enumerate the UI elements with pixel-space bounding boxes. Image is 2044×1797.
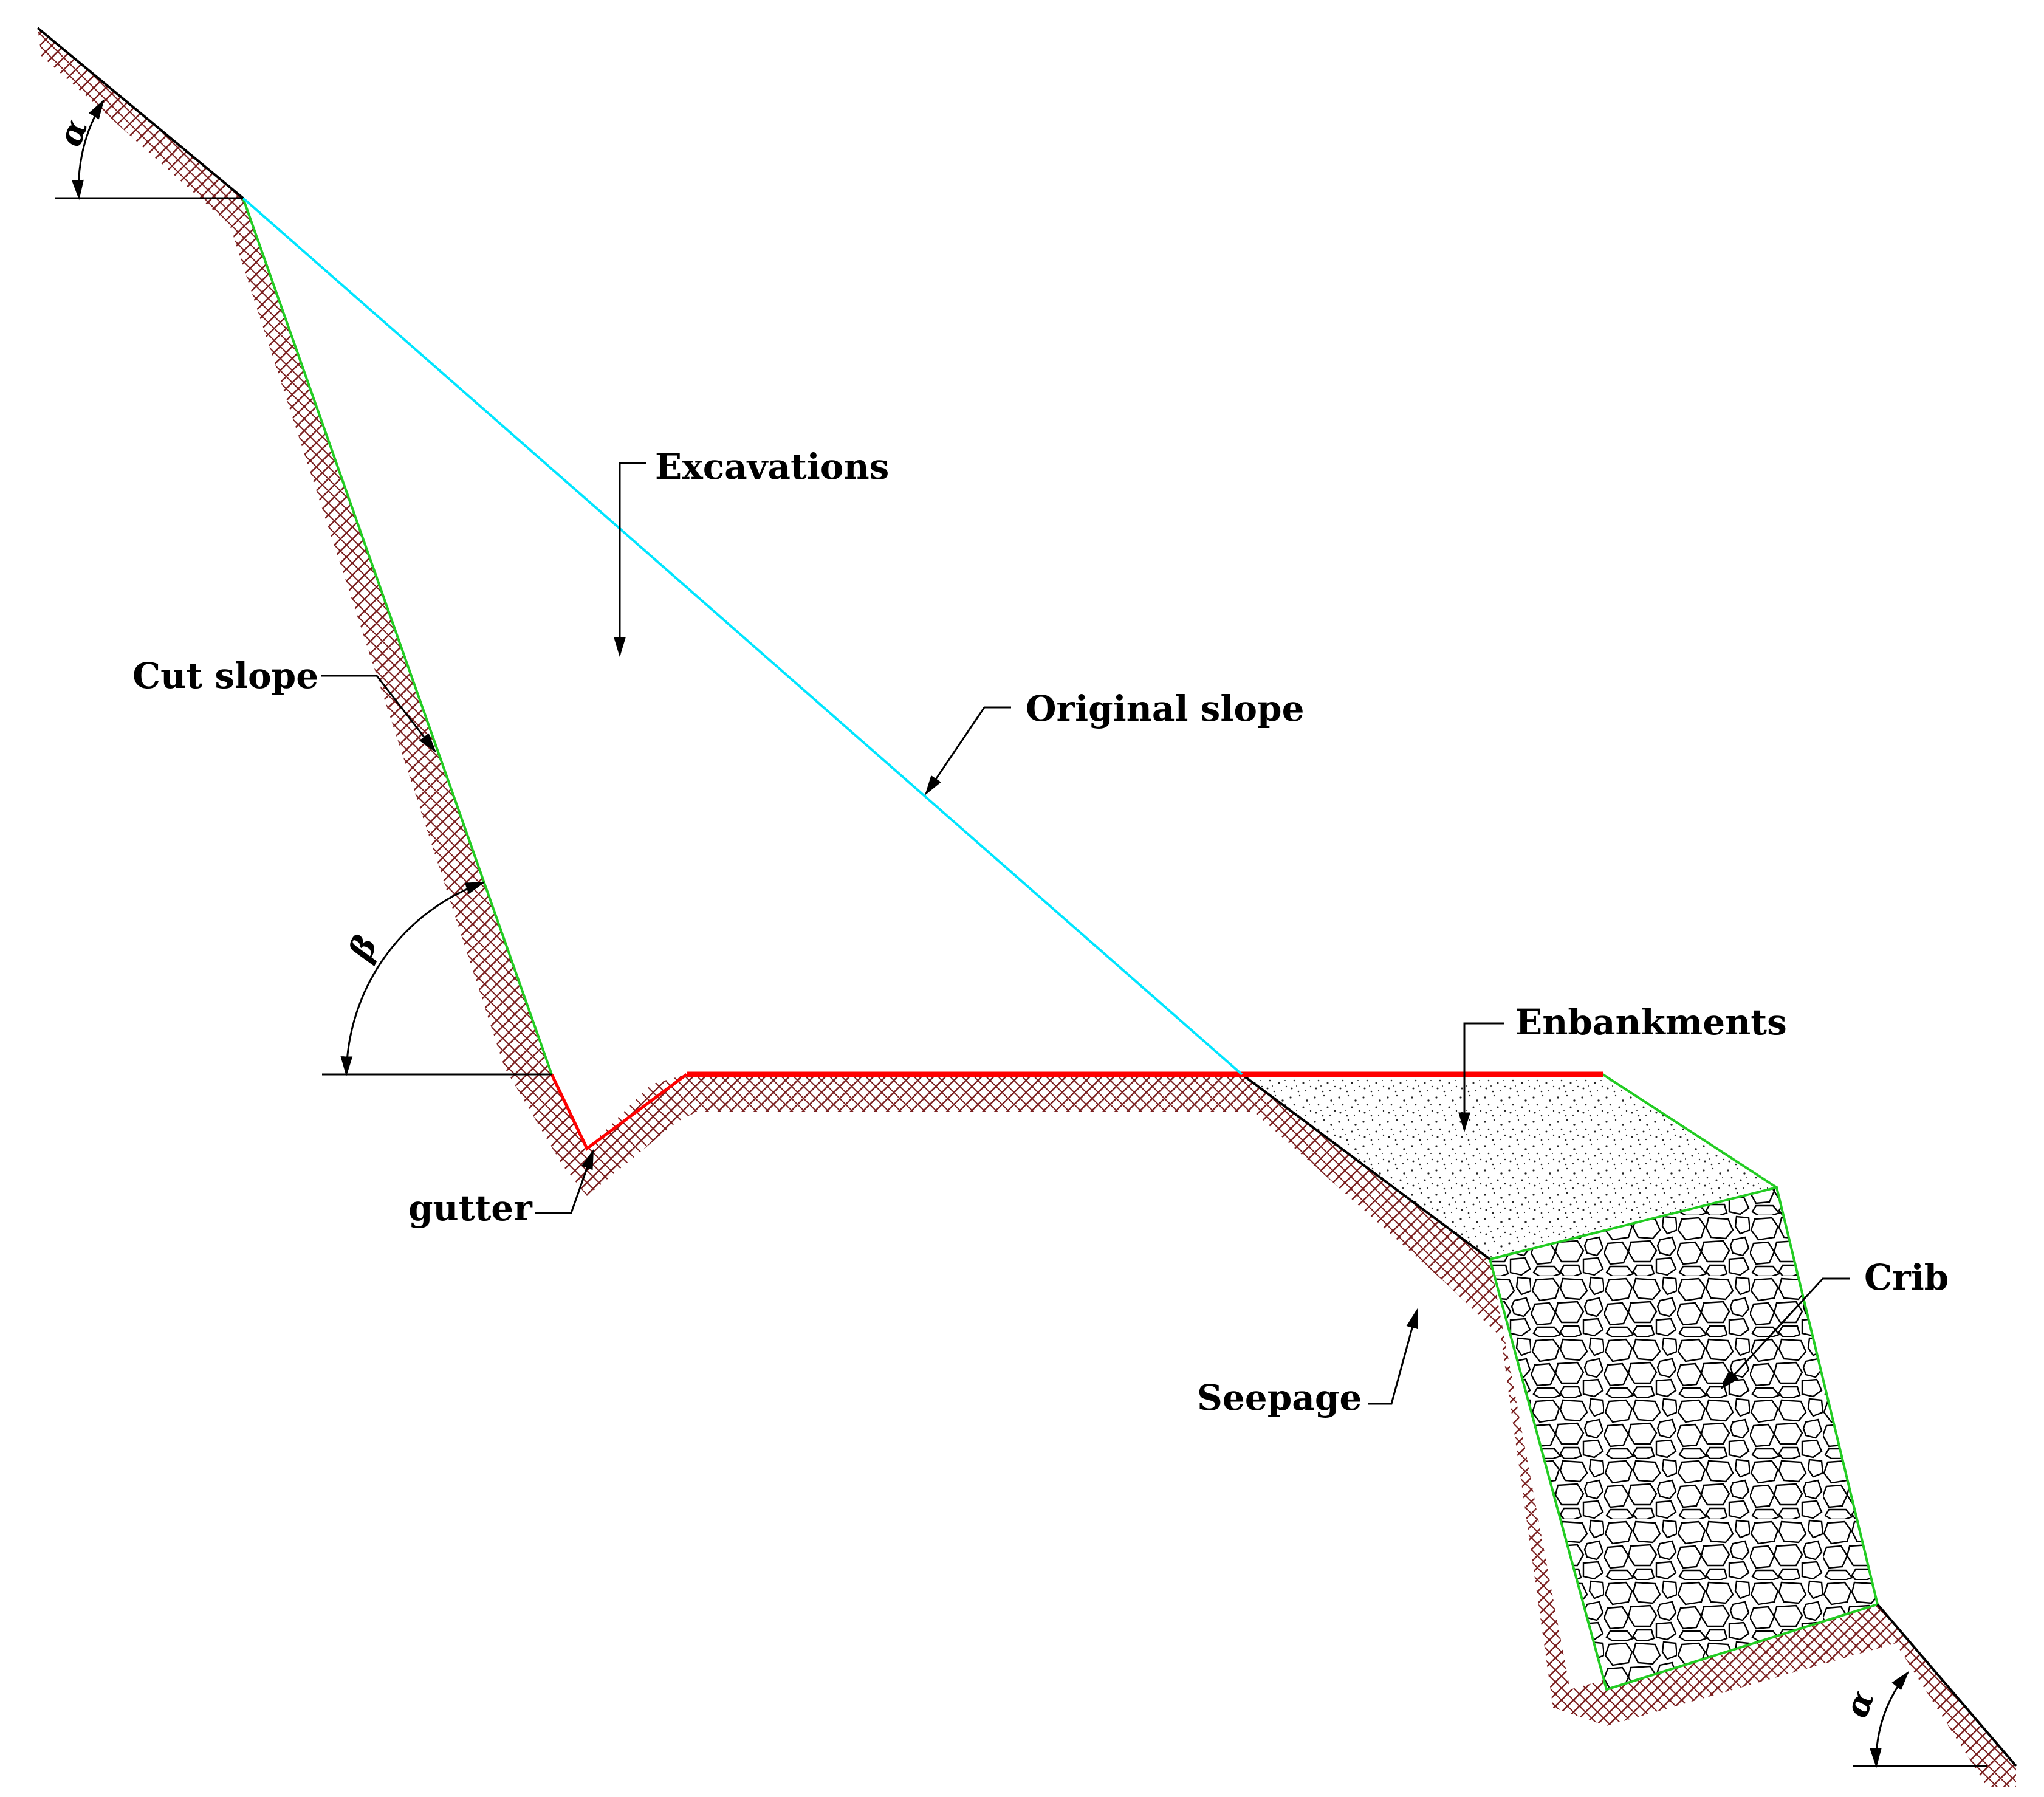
cut-face-line	[242, 198, 553, 1075]
original-slope-line	[242, 197, 1243, 1076]
cut-slope-leader	[321, 675, 437, 753]
label-original-slope: Original slope	[1026, 688, 1305, 729]
label-gutter: gutter	[408, 1187, 533, 1229]
ground-mass	[38, 28, 2016, 1787]
alpha-top-angle-arc	[72, 99, 105, 201]
embankment-fill	[1242, 1074, 1777, 1259]
label-cut-slope: Cut slope	[132, 655, 318, 696]
original-slope-leader	[925, 706, 1011, 795]
label-enbankments: Enbankments	[1515, 1002, 1787, 1043]
enbankments-leader	[1458, 1022, 1504, 1133]
seepage-leader	[1368, 1308, 1418, 1405]
crib-leader	[1720, 1277, 1850, 1390]
ground-surface-line	[36, 27, 244, 199]
label-crib: Crib	[1864, 1257, 1949, 1298]
lower-ground-line	[1876, 1603, 2017, 1767]
seepage-ground-line	[1241, 1073, 1491, 1260]
excavations-leader	[614, 462, 646, 658]
gutter-line	[550, 1073, 688, 1151]
alpha-bottom-symbol: α	[1836, 1685, 1881, 1722]
alpha-bottom-angle-arc	[1870, 1671, 1910, 1768]
gutter-leader	[535, 1149, 594, 1214]
label-seepage: Seepage	[1197, 1377, 1362, 1418]
label-excavations: Excavations	[655, 446, 889, 487]
beta-symbol: β	[340, 930, 385, 967]
alpha-top-symbol: α	[50, 114, 95, 151]
beta-angle-arc	[340, 881, 486, 1077]
embankment-outline	[1602, 1073, 1778, 1189]
